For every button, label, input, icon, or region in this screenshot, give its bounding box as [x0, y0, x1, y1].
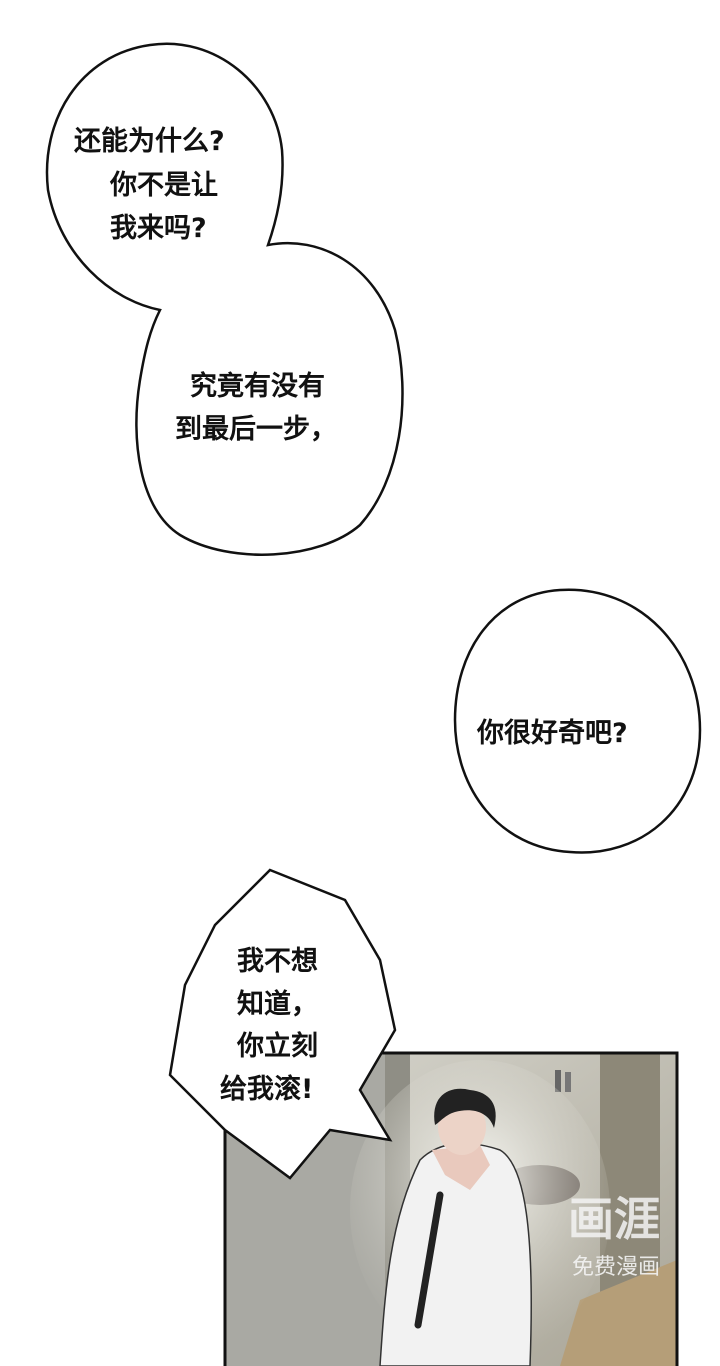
hair: [434, 1088, 496, 1128]
character: [379, 1088, 532, 1366]
bubble-1-text: 还能为什么? 你不是让 我来吗?: [74, 125, 234, 244]
sword: [414, 1191, 444, 1329]
speech-bubble-4: [168, 868, 397, 1180]
speech-bubble-3: [453, 588, 702, 854]
watermark-tagline: 免费漫画: [572, 1255, 660, 1280]
wood-floor: [560, 1260, 677, 1366]
bubble-3-text: 你很好奇吧?: [476, 718, 628, 749]
bubble-2-text: 究竟有没有 到最后一步，: [175, 370, 337, 445]
watermark: 画涯 免费漫画: [568, 1192, 660, 1280]
watermark-logo: 画涯: [568, 1192, 660, 1246]
speech-bubble-1: [45, 42, 404, 556]
bubble-4-text: 我不想 知道， 你立刻 给我滚!: [220, 946, 327, 1105]
